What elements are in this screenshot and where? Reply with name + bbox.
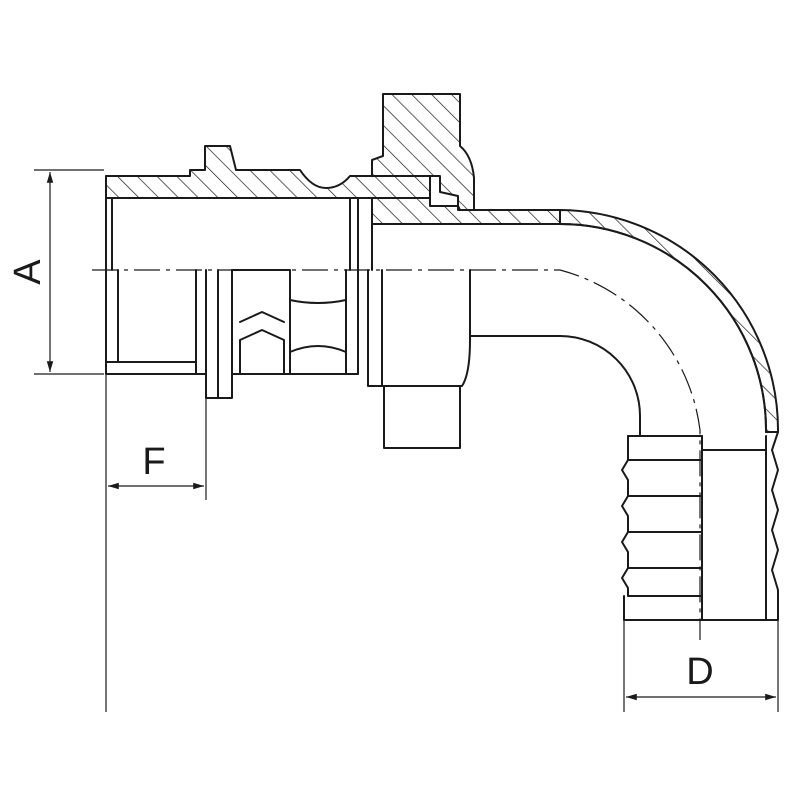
dimension-f-label: F — [142, 441, 165, 483]
upper-bore-outline — [105, 175, 768, 433]
dimension-a: A — [7, 169, 104, 375]
dimension-d-label: D — [686, 651, 713, 693]
center-line — [92, 269, 701, 640]
dimension-a-label: A — [7, 259, 49, 285]
lower-outside-view — [105, 269, 641, 449]
dimension-d: D — [623, 620, 779, 712]
dimension-f: F — [105, 374, 207, 712]
barbed-hose-tail — [621, 431, 779, 621]
